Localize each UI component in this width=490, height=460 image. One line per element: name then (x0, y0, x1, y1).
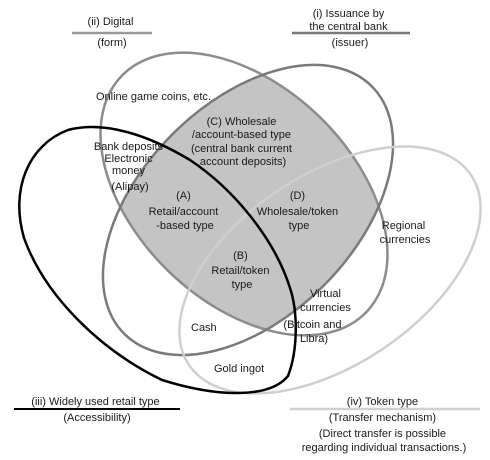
token-title: (iv) Token type (Transfer mechanism) (Di… (302, 396, 466, 454)
digital-central-bank-overlap (102, 64, 394, 356)
retail-token-label: (B) Retail/token type (211, 250, 272, 291)
wholesale-token-label: (D) Wholesale/token type (257, 190, 341, 232)
retail-set-outline (18, 125, 297, 395)
token-set-outline (178, 145, 482, 395)
shaded-region (102, 64, 394, 356)
digital-set-outline (99, 51, 389, 337)
wholesale-account-label: (C) Wholesale /account-based type (centr… (191, 116, 295, 168)
central-bank-set-outline (101, 63, 395, 357)
retail-account-label: (A) Retail/account -based type (149, 190, 222, 232)
bank-deposits-label: Bank deposits Electronic money (Alipay) (94, 141, 166, 193)
retail-title: (iii) Widely used retail type (Accessibi… (31, 396, 162, 424)
virtual-currencies-label: Virtual currencies (Bitcoin and Libra) (283, 288, 353, 345)
digital-title: (ii) Digital (form) (88, 16, 137, 49)
regional-currencies-label: Regional currencies (380, 220, 431, 246)
central-bank-title: (i) Issuance by the central bank (issuer… (309, 8, 390, 49)
cash-label: Cash (191, 322, 217, 334)
gold-ingot-label: Gold ingot (214, 363, 264, 375)
online-game-coins-label: Online game coins, etc. (96, 91, 211, 103)
